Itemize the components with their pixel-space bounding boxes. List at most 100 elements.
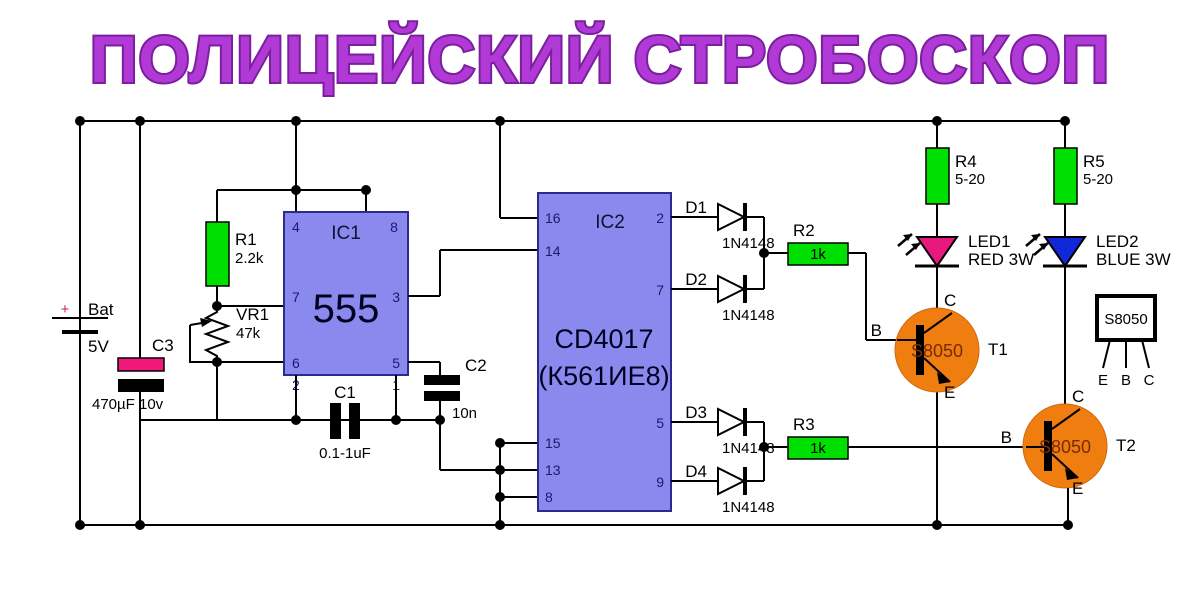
junction-dot	[495, 465, 505, 475]
t1-emitter-lead	[923, 357, 951, 383]
t2-emitter-arrow	[1065, 468, 1078, 480]
d4-ref-label: D4	[685, 462, 707, 481]
led1-spec-label: RED 3W	[968, 250, 1034, 269]
r4-body	[925, 147, 950, 205]
diagram-title: ПОЛИЦЕЙСКИЙ СТРОБОСКОП	[88, 19, 1111, 98]
ic2-pin-5: 5	[656, 415, 664, 431]
led2-spec-label: BLUE 3W	[1096, 250, 1171, 269]
power-rails	[79, 120, 1068, 526]
vr1-ref-label: VR1	[236, 305, 269, 324]
d1-ref-label: D1	[685, 198, 707, 217]
c1-plate-left	[330, 403, 341, 439]
c3-negative-plate	[118, 379, 164, 392]
led2-emission-icon	[1025, 233, 1049, 256]
s8050-pinout-diagram: S8050 E B C	[1095, 294, 1157, 389]
pinout-pin-c-label: C	[1144, 372, 1155, 389]
junction-dot	[495, 438, 505, 448]
battery-label: Bat	[88, 300, 114, 319]
ic2-part-alt-label: (К561ИЕ8)	[538, 361, 669, 391]
junction-dot	[75, 116, 85, 126]
ic1-pin-6: 6	[292, 355, 300, 371]
c2-plate-bottom	[424, 391, 460, 401]
t1-ref-label: T1	[988, 340, 1008, 359]
d1-triangle	[717, 202, 747, 232]
r1-value-label: 2.2k	[235, 250, 264, 267]
ic1-pin-5: 5	[392, 355, 400, 371]
t2-collector-lead	[1051, 408, 1081, 430]
t2-ref-label: T2	[1116, 436, 1136, 455]
vr1-zigzag	[203, 306, 231, 362]
vr1-wiper-arrowhead	[200, 318, 212, 327]
d2-value-label: 1N4148	[722, 307, 775, 324]
pinout-pin-e-label: E	[1098, 372, 1108, 389]
transistor-t1: S8050 T1 C E B	[871, 291, 1008, 402]
transistor-t2: S8050 T2 C E B	[1001, 387, 1136, 525]
resistor-r3: 1k R3	[764, 415, 1026, 460]
r5-led2-branch: R5 5-20 LED2 BLUE 3W	[1025, 121, 1171, 404]
ic2-cd4017: IC2 CD4017 (К561ИЕ8) 16 14 15 13 8 2 7 5…	[537, 192, 672, 512]
junction-dot	[135, 520, 145, 530]
capacitor-c1: C1 0.1-1uF	[296, 383, 396, 462]
battery-symbol: + Bat 5V	[52, 300, 114, 356]
c2-ref-label: C2	[465, 356, 487, 375]
ic2-pin-14: 14	[545, 243, 561, 259]
c1-ref-label: C1	[334, 383, 356, 402]
c1-value-label: 0.1-1uF	[319, 445, 371, 462]
ic1-ref-label: IC1	[331, 223, 361, 244]
t1-base-label: B	[871, 321, 882, 340]
r5-body	[1053, 147, 1078, 205]
capacitor-c2: C2 10n	[424, 356, 487, 422]
battery-polarity-label: +	[61, 301, 70, 318]
t1-emitter-arrow	[937, 372, 950, 384]
r3-value-label: 1k	[810, 440, 826, 457]
page-title: ПОЛИЦЕЙСКИЙ СТРОБОСКОП	[90, 21, 1110, 96]
ic1-node-dots	[291, 415, 505, 502]
d3-ref-label: D3	[685, 403, 707, 422]
pinout-lead-c	[1141, 339, 1150, 369]
vr1-value-label: 47k	[236, 325, 261, 342]
d4-value-label: 1N4148	[722, 499, 775, 516]
d1-value-label: 1N4148	[722, 235, 775, 252]
diode-d1: D1 1N4148	[671, 198, 775, 253]
ic2-pin-8: 8	[545, 489, 553, 505]
t2-emitter-lead	[1051, 453, 1079, 479]
d2-ref-label: D2	[685, 270, 707, 289]
r4-led1-branch: R4 5-20 LED1 RED 3W	[897, 121, 1034, 525]
r3-ref-label: R3	[793, 415, 815, 434]
ic2-pin-13: 13	[545, 462, 561, 478]
r1-ref-label: R1	[235, 230, 257, 249]
ic2-part-label: CD4017	[554, 324, 653, 354]
t2-base-label: B	[1001, 428, 1012, 447]
t1-emitter-label: E	[944, 383, 955, 402]
r5-ref-label: R5	[1083, 152, 1105, 171]
ic2-ref-label: IC2	[595, 212, 625, 233]
t2-collector-label: C	[1072, 387, 1084, 406]
c3-positive-plate	[117, 357, 165, 372]
t1-part-label: S8050	[911, 341, 963, 361]
c2-plate-top	[424, 375, 460, 385]
potentiometer-vr1: VR1 47k	[189, 301, 284, 420]
junction-dot	[361, 185, 371, 195]
vr1-wiper-wire	[189, 325, 217, 363]
d2-triangle	[717, 274, 747, 304]
battery-voltage-label: 5V	[88, 337, 109, 356]
junction-dot	[75, 520, 85, 530]
pinout-part-label: S8050	[1104, 311, 1147, 328]
ic1-pin-7: 7	[292, 289, 300, 305]
led2-triangle	[1043, 236, 1087, 268]
ic2-body	[537, 192, 672, 512]
ic2-pin-7: 7	[656, 282, 664, 298]
pinout-lead-e	[1102, 339, 1111, 369]
ic2-pin-16: 16	[545, 210, 561, 226]
r2-value-label: 1k	[810, 246, 826, 263]
t1-collector-label: C	[944, 291, 956, 310]
ic2-pin-2: 2	[656, 210, 664, 226]
d3-triangle	[717, 407, 747, 437]
r4-value-label: 5-20	[955, 171, 985, 188]
led2-ref-label: LED2	[1096, 232, 1139, 251]
capacitor-c3: C3 470µF 10v	[92, 336, 174, 413]
junction-dot	[495, 492, 505, 502]
resistor-r2: 1k R2	[764, 221, 897, 341]
t1-collector-lead	[923, 312, 953, 334]
junction-dot	[291, 185, 301, 195]
